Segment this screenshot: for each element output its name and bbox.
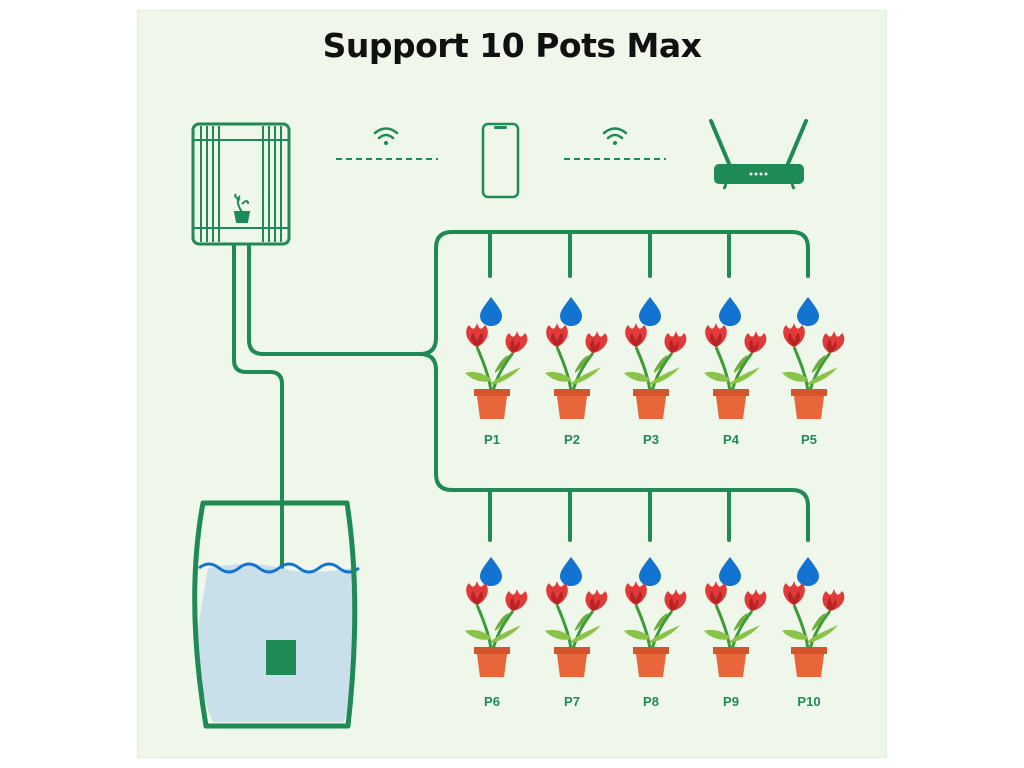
pump-icon [266,640,296,675]
water-drop-icon [639,297,661,326]
water-drop-icon [797,297,819,326]
pot-label: P6 [484,694,500,709]
pot-label: P4 [723,432,740,447]
pot-row-1: P1 P2 P3 P4 P5 [463,297,846,447]
pot-row-2: P6 P7 P8 P9 P10 [463,557,846,709]
pot-p4: P4 [702,297,768,447]
pot-p7: P7 [543,557,609,709]
pot-label: P2 [564,432,580,447]
flower-pot-icon [780,579,846,683]
flower-pot-icon [543,321,609,425]
flower-pot-icon [622,321,688,425]
pot-label: P7 [564,694,580,709]
pot-p10: P10 [780,557,846,709]
pot-p6: P6 [463,557,529,709]
water-tank-icon [192,500,360,729]
pot-label: P8 [643,694,659,709]
pot-label: P3 [643,432,659,447]
flower-pot-icon [702,579,768,683]
water-drop-icon [797,557,819,586]
pot-p9: P9 [702,557,768,709]
flower-pot-icon [622,579,688,683]
pot-label: P1 [484,432,500,447]
pot-p2: P2 [543,297,609,447]
controller-device-icon [191,122,291,246]
pot-label: P5 [801,432,817,447]
pot-label: P10 [797,694,820,709]
pot-p5: P5 [780,297,846,447]
pipe-network [232,230,810,642]
water-drop-icon [719,557,741,586]
water-drop-icon [719,297,741,326]
water-drop-icon [480,557,502,586]
page-title: Support 10 Pots Max [322,26,702,65]
wifi-icon [373,127,399,145]
water-drop-icon [560,297,582,326]
pot-p1: P1 [463,297,529,447]
router-icon [709,119,808,190]
flower-pot-icon [702,321,768,425]
pot-p3: P3 [622,297,688,447]
flower-pot-icon [463,321,529,425]
water-drop-icon [560,557,582,586]
water-drop-icon [480,297,502,326]
pot-p8: P8 [622,557,688,709]
smartphone-icon [481,122,520,199]
flower-pot-icon [543,579,609,683]
flower-pot-icon [780,321,846,425]
wifi-icon [602,127,628,145]
flower-pot-icon [463,579,529,683]
pot-label: P9 [723,694,739,709]
water-drop-icon [639,557,661,586]
